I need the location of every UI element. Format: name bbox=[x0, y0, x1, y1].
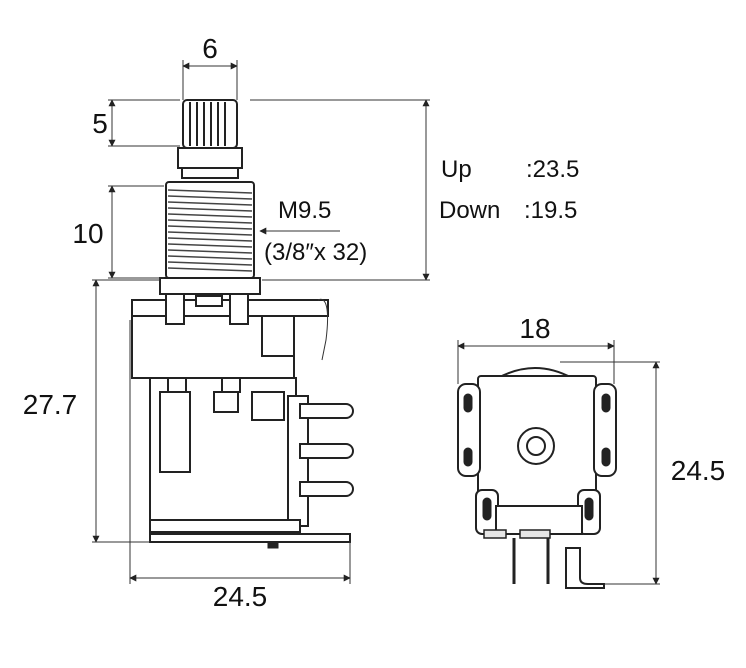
knurl-height-label: 5 bbox=[92, 108, 108, 139]
side-height-label: 24.5 bbox=[671, 455, 726, 486]
front-dimension-lines bbox=[92, 60, 430, 584]
switch-housing bbox=[131, 293, 329, 379]
travel-up-label: Up bbox=[441, 156, 472, 183]
pot-body bbox=[149, 377, 309, 533]
knurled-shaft bbox=[177, 99, 243, 179]
threaded-bushing bbox=[159, 181, 261, 295]
thread-spec-size: M9.5 bbox=[278, 197, 331, 224]
terminal-lugs bbox=[299, 403, 354, 497]
thread-spec-pitch: (3/8″x 32) bbox=[264, 239, 367, 266]
travel-up-value: :23.5 bbox=[526, 156, 579, 183]
side-dimension-lines bbox=[457, 340, 660, 585]
side-view bbox=[457, 367, 617, 589]
thread-length-label: 10 bbox=[72, 218, 103, 249]
side-width-label: 18 bbox=[519, 313, 550, 344]
shaft-width-label: 6 bbox=[202, 33, 218, 64]
body-width-label: 24.5 bbox=[213, 581, 268, 612]
travel-down-label: Down bbox=[439, 197, 500, 224]
travel-down-value: :19.5 bbox=[524, 197, 577, 224]
body-height-label: 27.7 bbox=[23, 389, 78, 420]
front-view bbox=[131, 99, 354, 549]
base-plate bbox=[149, 533, 351, 549]
